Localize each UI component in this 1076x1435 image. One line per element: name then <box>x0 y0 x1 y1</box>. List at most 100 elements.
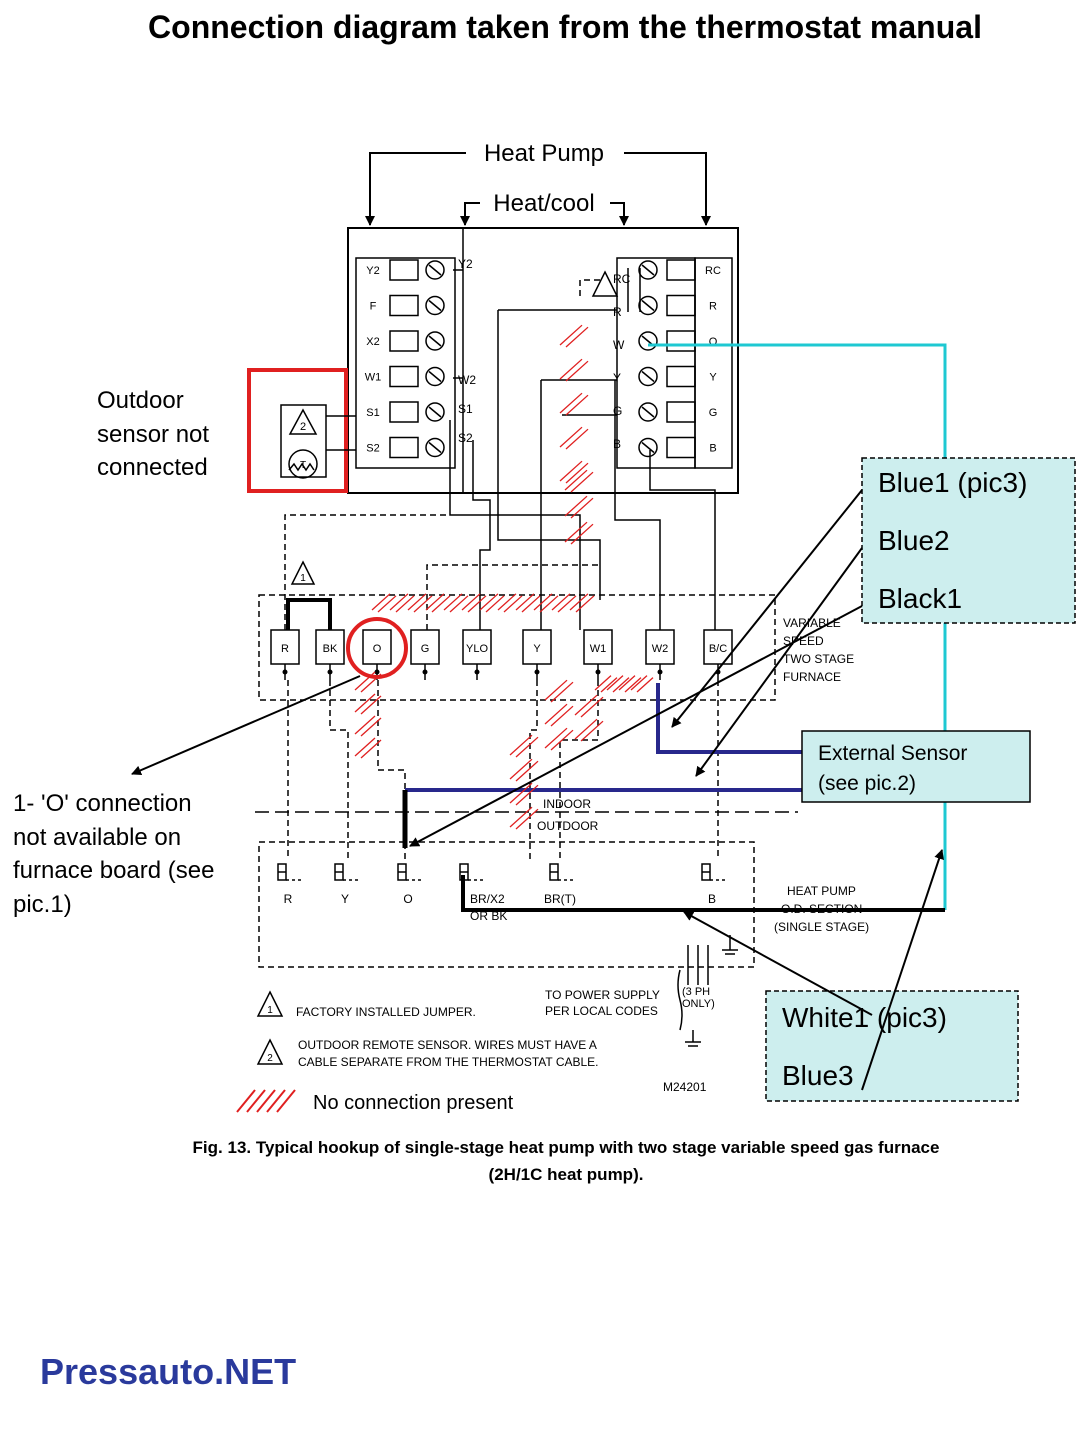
o-note-3: furnace board (see <box>13 857 214 884</box>
screw-slot <box>428 299 442 312</box>
o-note-4: pic.1) <box>13 891 72 918</box>
cyan-wire <box>648 343 947 910</box>
no-connection-hatch <box>395 595 415 613</box>
no-connection-hatch <box>564 495 588 517</box>
furnace-terminal-dot <box>422 669 428 675</box>
thermostat-right-label: B <box>709 443 716 455</box>
terminal-box <box>666 330 696 352</box>
thermostat-left-label: X2 <box>366 336 379 348</box>
outdoor-sensor-note: Outdoor sensor not connected <box>97 387 209 481</box>
furnace-label-3: TWO STAGE <box>783 652 854 666</box>
screw-icon <box>425 331 445 351</box>
no-connection-hatch <box>544 679 568 701</box>
top-arrows <box>365 152 711 226</box>
thermostat-left-sublabel: S2 <box>458 431 473 445</box>
no-connection-hatch <box>467 595 487 613</box>
terminal-box <box>389 365 419 388</box>
thermostat-left-label: Y2 <box>366 265 379 277</box>
furnace-terminal-label: O <box>373 643 382 655</box>
outdoor-sensor-highlight <box>247 368 348 493</box>
jumper-warning-num: 1 <box>300 573 306 584</box>
no-connection-hatch <box>550 681 574 703</box>
screw-icon <box>425 260 445 280</box>
furnace-terminal-dot <box>657 669 663 675</box>
screw-icon <box>638 402 658 422</box>
hp-label-3: (SINGLE STAGE) <box>774 920 869 934</box>
heat-pump-or-bk: OR BK <box>470 909 507 923</box>
figure-caption-1: Fig. 13. Typical hookup of single-stage … <box>193 1138 940 1157</box>
heat-pump-terminal-label: Y <box>341 892 349 906</box>
no-connection-hatch <box>354 671 376 691</box>
callout-blue-box <box>861 457 1076 624</box>
heat-cool-label: Heat/cool <box>493 190 594 217</box>
no-connection-hatch <box>425 593 445 611</box>
heat-pump-terminal-icon <box>277 863 287 881</box>
screw-icon <box>638 437 658 458</box>
no-connection-hatch <box>360 673 382 693</box>
heat-pump-terminal-label: R <box>284 892 293 906</box>
no-connection-hatch <box>557 595 577 613</box>
no-connection-hatch <box>443 593 463 611</box>
callout-ext-line-2: (see pic.2) <box>818 772 916 795</box>
callout-arrows <box>131 489 944 1091</box>
terminal-box <box>666 294 696 317</box>
furnace-terminal-dot <box>534 669 540 675</box>
no-connection-hatch <box>515 808 539 830</box>
note-line-2: sensor not <box>97 421 209 448</box>
thermostat-right-label: O <box>709 336 718 348</box>
no-connection-hatch <box>600 677 618 693</box>
screw-icon <box>638 366 658 387</box>
o-connection-note: 1- 'O' connection not available on furna… <box>13 790 214 918</box>
thermostat-right-label: RC <box>705 265 721 277</box>
power-line-2: PER LOCAL CODES <box>545 1004 658 1018</box>
no-connection-hatch <box>509 734 533 756</box>
screw-icon <box>425 366 445 387</box>
screw-slot <box>428 441 442 454</box>
no-connection-hatch <box>539 595 559 613</box>
no-connection-hatch <box>575 595 595 613</box>
furnace-terminal-label: BK <box>323 643 338 655</box>
no-connection-hatch <box>550 705 574 727</box>
thermostat-left-label: S2 <box>366 443 379 455</box>
thermostat-right-sublabel: W <box>613 338 625 352</box>
no-connection-hatch <box>354 715 376 735</box>
no-connection-hatch <box>360 739 382 759</box>
no-connection-hatch <box>618 675 636 691</box>
terminal-box <box>666 259 696 281</box>
no-connection-hatch <box>503 595 523 613</box>
jumper-warning-icon <box>290 560 316 585</box>
watermark: Pressauto.NET <box>40 1351 296 1392</box>
furnace-label-2: SPEED <box>783 634 824 648</box>
heat-pump-terminal-label: O <box>403 892 412 906</box>
no-connection-hatch <box>564 469 588 491</box>
heat-pump-terminal-label: B <box>708 892 716 906</box>
screw-slot <box>428 335 442 347</box>
thermostat-left-sublabel: W2 <box>458 373 476 387</box>
no-connection-hatch <box>569 593 589 611</box>
no-connection-hatch <box>574 718 598 740</box>
callout-blue3: Blue3 <box>782 1060 854 1091</box>
no-connection-hatch <box>570 497 594 519</box>
thermostat-right-sublabel: Y <box>613 371 621 385</box>
dashed-wires <box>258 279 776 968</box>
thermostat-left-label: S1 <box>366 407 379 419</box>
screw-slot <box>428 370 442 383</box>
furnace-terminal-dot <box>327 669 333 675</box>
no-connection-hatch <box>565 428 589 450</box>
furnace-terminal-label: W1 <box>590 643 607 655</box>
outdoor-label: OUTDOOR <box>537 819 599 833</box>
terminal-box <box>389 259 419 281</box>
thermostat-right-label: G <box>709 407 718 419</box>
furnace-terminal-label: B/C <box>709 643 727 655</box>
heat-pump-terminal-icon <box>334 863 344 881</box>
callout-white-box <box>765 990 1019 1102</box>
heat-pump-terminal-icon <box>549 863 559 881</box>
terminal-box <box>389 294 419 317</box>
no-connection-hatch <box>565 360 589 382</box>
screw-icon <box>638 331 658 351</box>
no-connection-hatch <box>509 782 533 804</box>
terminal-box <box>389 436 419 459</box>
